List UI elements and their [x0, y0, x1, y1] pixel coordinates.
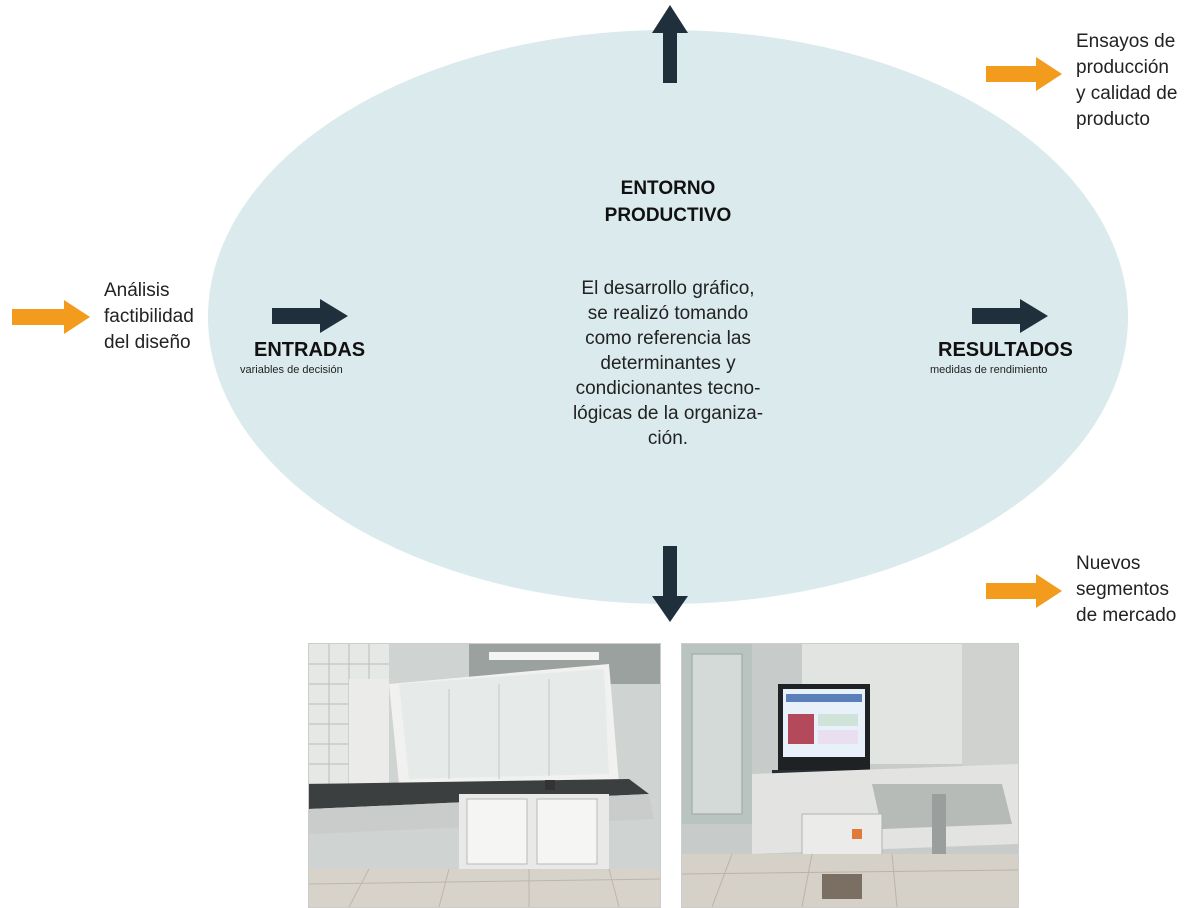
tests-note-line: producto [1076, 109, 1150, 130]
center-body-line: determinantes y [600, 353, 736, 374]
markets-note-line: segmentos [1076, 579, 1169, 600]
control-station-photo [681, 643, 1019, 908]
inputs-sublabel: variables de decisión [240, 364, 343, 376]
feasibility-note-line: factibilidad [104, 306, 194, 327]
results-sublabel: medidas de rendimiento [930, 364, 1048, 376]
tests-note-line: Ensayos de [1076, 31, 1176, 52]
feasibility-note-line: Análisis [104, 280, 170, 301]
center-body-line: se realizó tomando [587, 303, 749, 324]
markets-orange-arrow-icon [986, 574, 1062, 608]
markets-note-line: Nuevos [1076, 553, 1141, 574]
results-label: RESULTADOS [938, 339, 1073, 361]
center-description: El desarrollo gráfico, se realizó tomand… [528, 276, 808, 451]
center-body-line: condicionantes tecno- [575, 378, 761, 399]
control-station-illustration [682, 644, 1018, 907]
inputs-label: ENTRADAS [254, 339, 366, 361]
arrow-up-icon [652, 5, 688, 83]
center-body-line: El desarrollo gráfico, [581, 278, 755, 299]
machine-photo [308, 643, 661, 908]
markets-note-line: de mercado [1076, 605, 1177, 626]
feasibility-note: Análisis factibilidad del diseño [104, 278, 194, 356]
tests-note-line: y calidad de [1076, 83, 1178, 104]
tests-orange-arrow-icon [986, 57, 1062, 91]
results-arrow-right-icon [972, 299, 1048, 333]
markets-note: Nuevos segmentos de mercado [1076, 551, 1176, 629]
feasibility-note-line: del diseño [104, 332, 191, 353]
center-title-line-2: PRODUCTIVO [604, 205, 732, 226]
center-title: ENTORNO PRODUCTIVO [568, 175, 768, 229]
tests-note-line: producción [1076, 57, 1169, 78]
feasibility-orange-arrow-icon [12, 300, 90, 334]
machine-illustration [309, 644, 660, 907]
arrow-down-icon [652, 546, 688, 622]
center-body-line: lógicas de la organiza- [572, 403, 764, 424]
inputs-arrow-right-icon [272, 299, 348, 333]
center-title-line-1: ENTORNO [620, 178, 716, 199]
tests-note: Ensayos de producción y calidad de produ… [1076, 29, 1177, 133]
center-body-line: como referencia las [585, 328, 751, 349]
center-body-line: ción. [647, 428, 689, 449]
